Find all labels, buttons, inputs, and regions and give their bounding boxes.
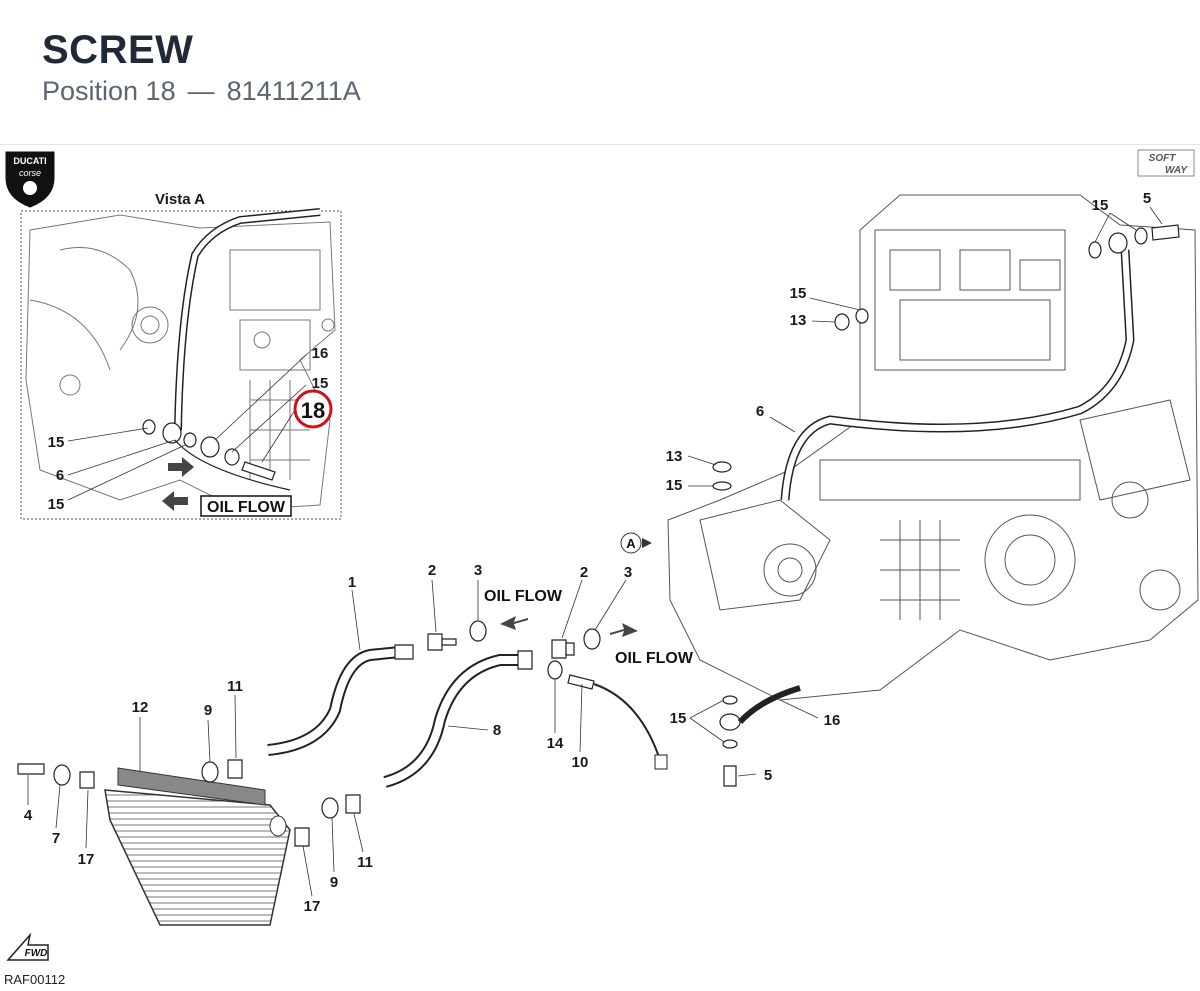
callout-15: 15	[790, 285, 807, 302]
callout-9: 9	[330, 874, 338, 891]
drawing-code: RAF00112	[4, 972, 66, 987]
callout-numbers: 15 5 15 13 6 13 15 1 2 3 2 3 12 11 9 8 1…	[24, 190, 1151, 915]
callout-12: 12	[132, 699, 149, 716]
callout-17: 17	[78, 851, 95, 868]
callout-6: 6	[756, 403, 764, 420]
inset-callout-15-a: 15	[312, 375, 329, 392]
part-subtitle: Position 18 — 81411211A	[42, 76, 361, 107]
callout-7: 7	[52, 830, 60, 847]
highlight-ring	[293, 389, 333, 429]
callout-1: 1	[348, 574, 356, 591]
inset-oil-flow-label: OIL FLOW	[207, 499, 286, 516]
callout-15: 15	[1092, 197, 1109, 214]
callout-10: 10	[572, 754, 589, 771]
callout-2: 2	[428, 562, 436, 579]
softway-text-bottom: WAY	[1165, 165, 1188, 176]
exploded-parts-diagram: DUCATI corse SOFT WAY Vista A	[5, 149, 1199, 961]
fwd-text: FWD	[25, 948, 48, 959]
oil-cooler	[104, 767, 291, 926]
logo-text-bottom: corse	[19, 168, 41, 178]
callout-16: 16	[824, 712, 841, 729]
callout-5: 5	[764, 767, 772, 784]
callout-8: 8	[493, 722, 501, 739]
callout-2: 2	[580, 564, 588, 581]
inset-title: Vista A	[155, 191, 205, 208]
view-marker-a: A	[620, 532, 652, 554]
flow-arrow-right-icon	[168, 457, 194, 477]
inset-callout-15-b: 15	[48, 434, 65, 451]
softway-logo: SOFT WAY	[1137, 149, 1195, 177]
inset-callout-15-c: 15	[48, 496, 65, 513]
part-number: 81411211A	[226, 76, 361, 106]
part-title: SCREW	[42, 28, 194, 72]
inset-view: Vista A	[20, 191, 342, 520]
oil-flow-label-1: OIL FLOW	[484, 588, 563, 605]
callout-14: 14	[547, 735, 564, 752]
callout-leaders	[27, 206, 1163, 897]
callout-13: 13	[666, 448, 683, 465]
callout-11: 11	[227, 678, 243, 695]
page-header: SCREW Position 18 — 81411211A	[0, 0, 1200, 145]
flow-arrow-left-icon	[162, 491, 188, 511]
engine-block	[667, 194, 1199, 701]
callout-15: 15	[666, 477, 683, 494]
callout-11: 11	[357, 854, 373, 871]
logo-text-top: DUCATI	[13, 156, 46, 166]
inset-callout-6: 6	[56, 467, 64, 484]
oil-flow-label-2: OIL FLOW	[615, 650, 694, 667]
callout-17: 17	[304, 898, 321, 915]
separator: —	[187, 76, 215, 106]
callout-13: 13	[790, 312, 807, 329]
callout-4: 4	[24, 807, 33, 824]
flow-arrow-left-main-icon	[500, 616, 528, 630]
callout-3: 3	[624, 564, 632, 581]
callout-3: 3	[474, 562, 482, 579]
view-marker-text: A	[626, 536, 636, 551]
fwd-arrow-icon: FWD	[6, 932, 49, 961]
callout-9: 9	[204, 702, 212, 719]
callout-15: 15	[670, 710, 687, 727]
inset-callout-18-highlight: 18	[301, 398, 325, 423]
softway-text-top: SOFT	[1149, 153, 1177, 164]
flow-arrow-right-main-icon	[610, 623, 638, 637]
position-label: Position 18	[42, 76, 176, 106]
ducati-corse-logo: DUCATI corse	[5, 151, 55, 208]
inset-callout-16: 16	[312, 345, 329, 362]
callout-5: 5	[1143, 190, 1151, 207]
